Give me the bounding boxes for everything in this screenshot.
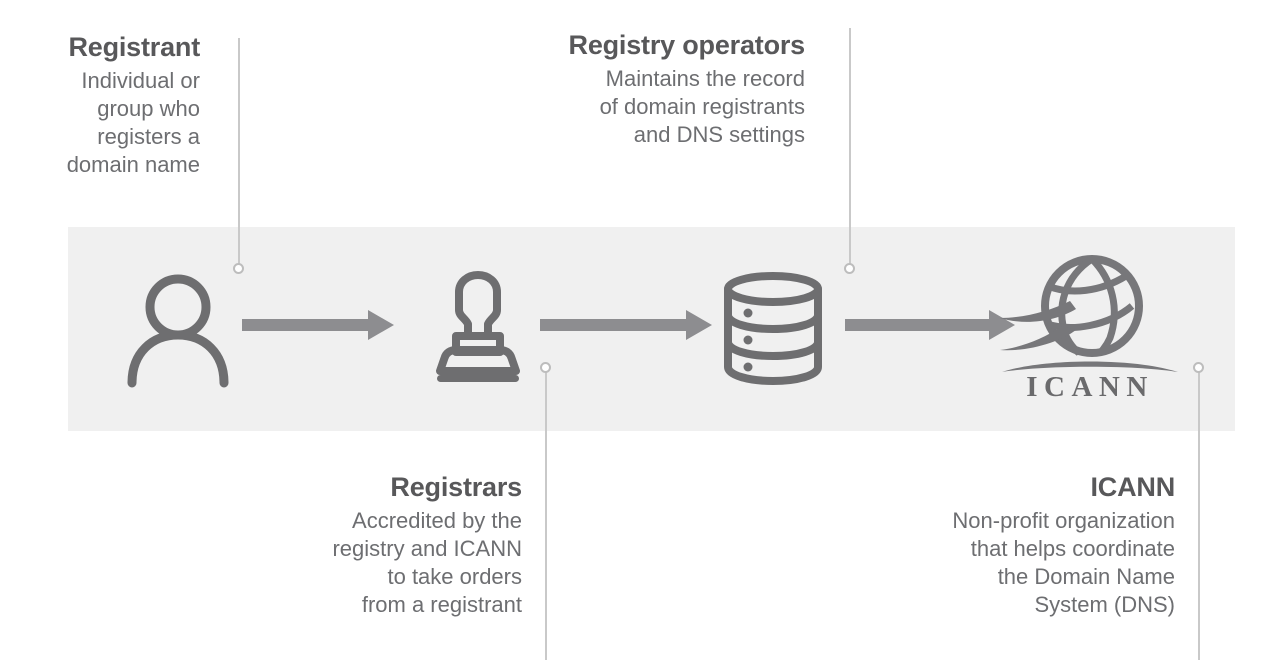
connector-dot-registry-operators <box>844 263 855 274</box>
icann-wordmark: ICANN <box>1026 371 1154 403</box>
database-icon <box>723 272 823 386</box>
label-registrant-title: Registrant <box>68 32 200 62</box>
arrow-registry-to-icann <box>845 310 1015 340</box>
connector-dot-registrars <box>540 362 551 373</box>
connector-line-icann <box>1198 368 1200 660</box>
connector-line-registrant <box>238 38 240 268</box>
arrow-registrant-to-registrar <box>242 310 394 340</box>
label-registrars-description: Accredited by the registry and ICANN to … <box>332 507 522 618</box>
label-registrant: Registrant Individual or group who regis… <box>0 30 201 179</box>
label-registry-operators: Registry operators Maintains the record … <box>490 28 806 149</box>
label-registry-operators-title: Registry operators <box>568 30 806 60</box>
connector-dot-icann <box>1193 362 1204 373</box>
label-registrars: Registrars Accredited by the registry an… <box>250 470 522 619</box>
stamp-icon <box>426 271 530 382</box>
connector-line-registry-operators <box>849 28 851 268</box>
label-registrars-title: Registrars <box>390 472 522 502</box>
connector-line-registrars <box>545 368 547 660</box>
label-icann-title: ICANN <box>1090 472 1176 502</box>
label-icann-description: Non-profit organization that helps coord… <box>952 507 1175 618</box>
label-icann: ICANN Non-profit organization that helps… <box>880 470 1175 619</box>
label-registry-operators-description: Maintains the record of domain registran… <box>599 65 805 147</box>
globe-icon <box>1000 255 1143 357</box>
label-registrant-description: Individual or group who registers a doma… <box>66 67 200 178</box>
icann-globe-logo: ICANN <box>1000 254 1180 403</box>
person-icon <box>118 274 238 388</box>
arrow-registrar-to-registry <box>540 310 712 340</box>
arc-underline-icon <box>1002 361 1178 372</box>
connector-dot-registrant <box>233 263 244 274</box>
